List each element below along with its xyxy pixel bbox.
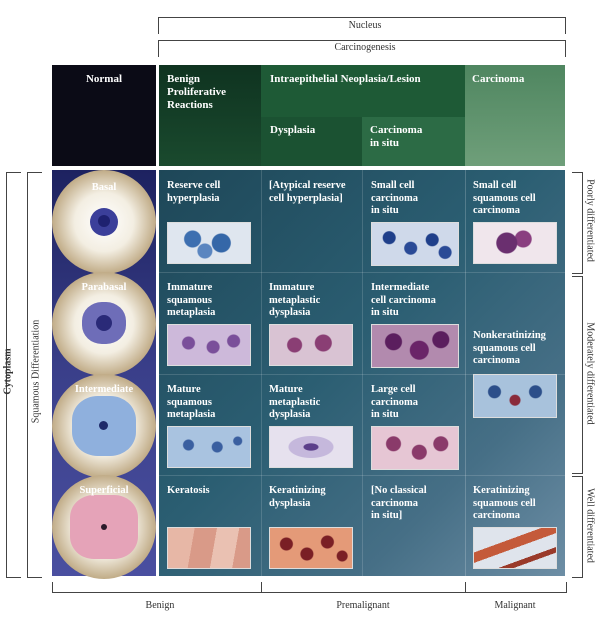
cytoplasm-bracket	[6, 172, 21, 578]
cell-parabasal-cis: Intermediate cell carcinoma in situ	[371, 282, 436, 318]
carcinogenesis-label: Carcinogenesis	[320, 42, 410, 53]
carcinogenesis-bracket	[158, 40, 566, 57]
micrograph-small-cell-squamous-carcinoma	[473, 222, 557, 264]
cell-basal-carcinoma: Small cell squamous cell carcinoma	[473, 180, 536, 216]
grid-line-v2	[362, 170, 363, 576]
row-label-intermediate: Intermediate	[74, 384, 134, 395]
normal-cell-basal-image	[52, 170, 156, 274]
cytoplasm-label: Cytoplasm	[2, 348, 14, 395]
carcinoma-header-cell	[465, 65, 565, 166]
poorly-bracket	[572, 172, 583, 274]
cell-intermediate-cis: Large cell carcinoma in situ	[371, 384, 419, 420]
micrograph-nonkeratinizing-carcinoma	[473, 374, 557, 418]
squamous-bracket	[27, 172, 42, 578]
benign-header-cell	[159, 65, 261, 166]
micrograph-mature-squamous-metaplasia	[167, 426, 251, 468]
grid-line-h1	[159, 272, 565, 273]
well-differentiated-label: Well differentiated	[584, 472, 596, 579]
cell-basal-benign: Reserve cell hyperplasia	[167, 180, 221, 204]
cell-superficial-cis: [No classical carcinoma in situ]	[371, 485, 427, 521]
moderately-bracket	[572, 276, 583, 474]
cis-header-cell	[362, 117, 465, 166]
row-label-superficial: Superficial	[79, 485, 129, 496]
squamous-differentiation-label: Squamous Differentiation	[30, 306, 42, 437]
bottom-label-malignant: Malignant	[494, 600, 536, 611]
well-bracket	[572, 476, 583, 578]
grid-line-h2	[159, 374, 565, 375]
row-label-parabasal: Parabasal	[81, 282, 127, 293]
cell-superficial-benign: Keratosis	[167, 485, 210, 496]
normal-cell-parabasal-image	[52, 272, 156, 376]
intraepithelial-header-label: Intraepithelial Neoplasia/Lesion	[270, 73, 421, 85]
cell-intermediate-benign: Mature squamous metaplasia	[167, 384, 216, 420]
nucleus-bracket	[158, 17, 566, 34]
grid-line-h3	[159, 475, 565, 476]
micrograph-large-cell-cis	[371, 426, 459, 470]
grid-line-v3	[465, 170, 466, 576]
row-label-basal: Basal	[91, 182, 117, 193]
normal-header-cell	[52, 65, 156, 166]
dysplasia-header-label: Dysplasia	[270, 124, 316, 136]
cell-superficial-carcinoma: Keratinizing squamous cell carcinoma	[473, 485, 536, 521]
intraepithelial-header-cell	[261, 65, 465, 117]
grid-line-v1	[261, 170, 262, 576]
cell-parabasal-benign: Immature squamous metaplasia	[167, 282, 216, 318]
micrograph-keratinizing-dysplasia	[269, 527, 353, 569]
micrograph-small-cell-cis	[371, 222, 459, 266]
dysplasia-header-cell	[261, 117, 362, 166]
cell-parabasal-carcinoma: Nonkeratinizing squamous cell carcinoma	[473, 330, 546, 366]
bottom-label-premalignant: Premalignant	[336, 600, 390, 611]
cell-parabasal-dysplasia: Immature metaplastic dysplasia	[269, 282, 321, 318]
carcinoma-header-label: Carcinoma	[472, 73, 525, 85]
normal-cell-superficial-image	[52, 475, 156, 579]
micrograph-keratosis	[167, 527, 251, 569]
cell-basal-cis: Small cell carcinoma in situ	[371, 180, 419, 216]
bottom-label-benign: Benign	[145, 600, 175, 611]
micrograph-intermediate-cell-cis	[371, 324, 459, 368]
normal-cell-intermediate-image	[52, 374, 156, 478]
cis-header-label: Carcinoma in situ	[370, 124, 423, 149]
nucleus-label: Nucleus	[330, 20, 400, 31]
micrograph-keratinizing-carcinoma	[473, 527, 557, 569]
bottom-tick-2	[465, 582, 466, 592]
cell-superficial-dysplasia: Keratinizing dysplasia	[269, 485, 326, 509]
cell-basal-dysplasia: [Atypical reserve cell hyperplasia]	[269, 180, 346, 204]
normal-header-label: Normal	[85, 73, 123, 85]
bottom-bracket	[52, 582, 567, 593]
micrograph-immature-squamous-metaplasia	[167, 324, 251, 366]
cell-intermediate-dysplasia: Mature metaplastic dysplasia	[269, 384, 321, 420]
micrograph-mature-metaplastic-dysplasia	[269, 426, 353, 468]
moderately-differentiated-label: Moderately differentiated	[584, 308, 596, 439]
micrograph-immature-metaplastic-dysplasia	[269, 324, 353, 366]
benign-header-label: Benign Proliferative Reactions	[167, 73, 227, 111]
poorly-differentiated-label: Poorly differentiated	[584, 165, 596, 276]
micrograph-reserve-cell-hyperplasia	[167, 222, 251, 264]
bottom-tick-1	[261, 582, 262, 592]
